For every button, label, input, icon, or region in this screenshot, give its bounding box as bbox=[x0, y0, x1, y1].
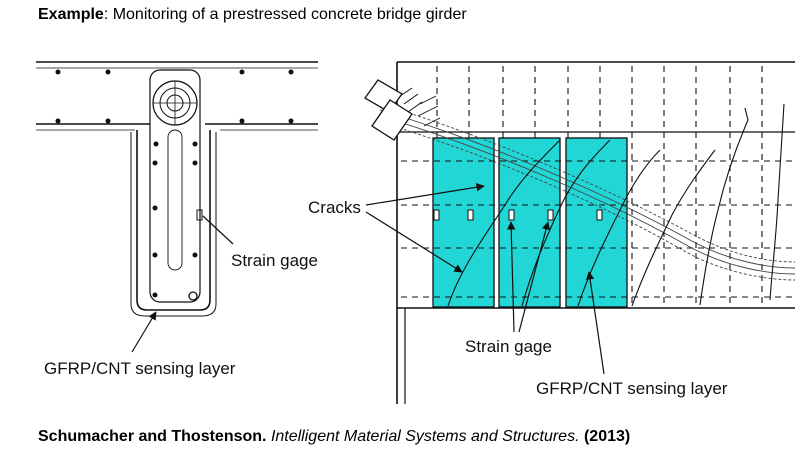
tendon-profile bbox=[379, 103, 796, 281]
right-sensing-layer-leader bbox=[585, 271, 605, 375]
rebar-dots bbox=[55, 69, 294, 298]
right-strain-gage-label: Strain gage bbox=[465, 337, 552, 356]
citation: Schumacher and Thostenson. Intelligent M… bbox=[38, 428, 630, 446]
citation-year: (2013) bbox=[583, 428, 631, 445]
left-strain-gage-leader bbox=[202, 215, 234, 245]
left-sensing-layer-label: GFRP/CNT sensing layer bbox=[44, 359, 236, 378]
web-outline bbox=[136, 130, 211, 311]
left-strain-gage-mark bbox=[196, 209, 203, 221]
page-title: Example: Monitoring of a prestressed con… bbox=[38, 6, 467, 24]
cracks-label: Cracks bbox=[308, 198, 361, 217]
citation-journal: Intelligent Material Systems and Structu… bbox=[270, 428, 580, 445]
cracks-leader-2 bbox=[365, 211, 463, 273]
title-text: : Monitoring of a prestressed concrete b… bbox=[103, 6, 467, 23]
strain-gage-leader-1 bbox=[507, 221, 516, 333]
right-sensing-layer-label: GFRP/CNT sensing layer bbox=[536, 379, 728, 398]
sensing-patch-1 bbox=[432, 137, 495, 308]
cracks-leader-1 bbox=[365, 183, 485, 206]
duct-channel bbox=[167, 129, 183, 271]
left-strain-gage-label: Strain gage bbox=[231, 251, 318, 270]
right-strain-gage-marks bbox=[433, 209, 603, 221]
example-label: Example bbox=[38, 6, 104, 23]
citation-authors: Schumacher and Thostenson. bbox=[38, 428, 267, 445]
girder-cross-section bbox=[36, 61, 318, 317]
sensing-patch-3 bbox=[565, 137, 628, 308]
stirrup bbox=[149, 69, 201, 303]
left-sensing-layer-leader bbox=[131, 311, 157, 353]
strain-gage-leader-2 bbox=[518, 221, 551, 333]
sensing-layer-wrap bbox=[130, 132, 217, 317]
end-anchorage bbox=[364, 79, 441, 141]
